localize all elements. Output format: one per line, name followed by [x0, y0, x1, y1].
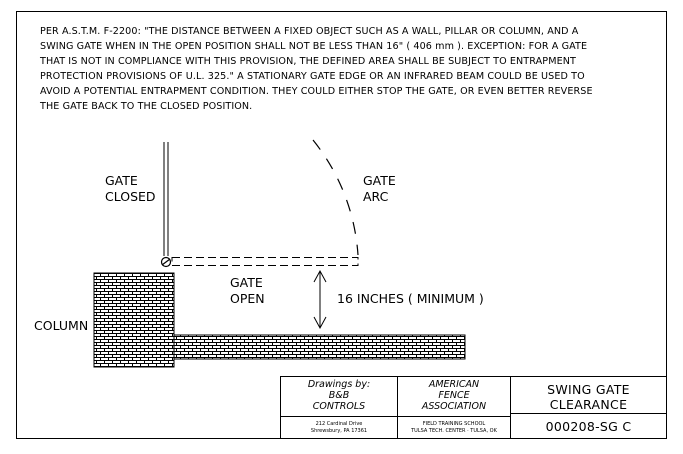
school: FIELD TRAINING SCHOOL TULSA TECH. CENTER… [411, 421, 497, 434]
label-gate-arc: GATE ARC [363, 173, 396, 204]
note-line: THAT IS NOT IN COMPLIANCE WITH THIS PROV… [40, 56, 576, 67]
note-line: PER A.S.T.M. F-2200: "THE DISTANCE BETWE… [40, 26, 579, 37]
label-gate-open: GATE OPEN [230, 275, 265, 306]
title-block-grid [280, 376, 667, 439]
drawn-by: Drawings by: B&B CONTROLS [307, 379, 371, 412]
column-brick [93, 272, 175, 368]
drawing-number: 000208-SG C [545, 419, 632, 434]
note-line: PROTECTION PROVISIONS OF U.L. 325." A ST… [40, 71, 585, 82]
gate-arc [312, 139, 359, 256]
label-column: COLUMN [34, 318, 89, 333]
astm-note: PER A.S.T.M. F-2200: "THE DISTANCE BETWE… [40, 24, 655, 114]
drawing-title: SWING GATE CLEARANCE [547, 382, 630, 412]
note-line: AVOID A POTENTIAL ENTRAPMENT CONDITION. … [40, 86, 593, 97]
note-line: THE GATE BACK TO THE CLOSED POSITION. [40, 101, 253, 112]
label-gate-closed: GATE CLOSED [105, 173, 156, 204]
note-line: SWING GATE WHEN IN THE OPEN POSITION SHA… [40, 41, 588, 52]
label-dimension: 16 INCHES ( MINIMUM ) [337, 291, 484, 306]
open-gate-dashed [171, 257, 359, 266]
wall-brick [173, 334, 466, 360]
drawn-by-address: 212 Cardinal Drive Shrewsbury, PA 17361 [310, 421, 368, 434]
organization: AMERICAN FENCE ASSOCIATION [421, 379, 487, 412]
